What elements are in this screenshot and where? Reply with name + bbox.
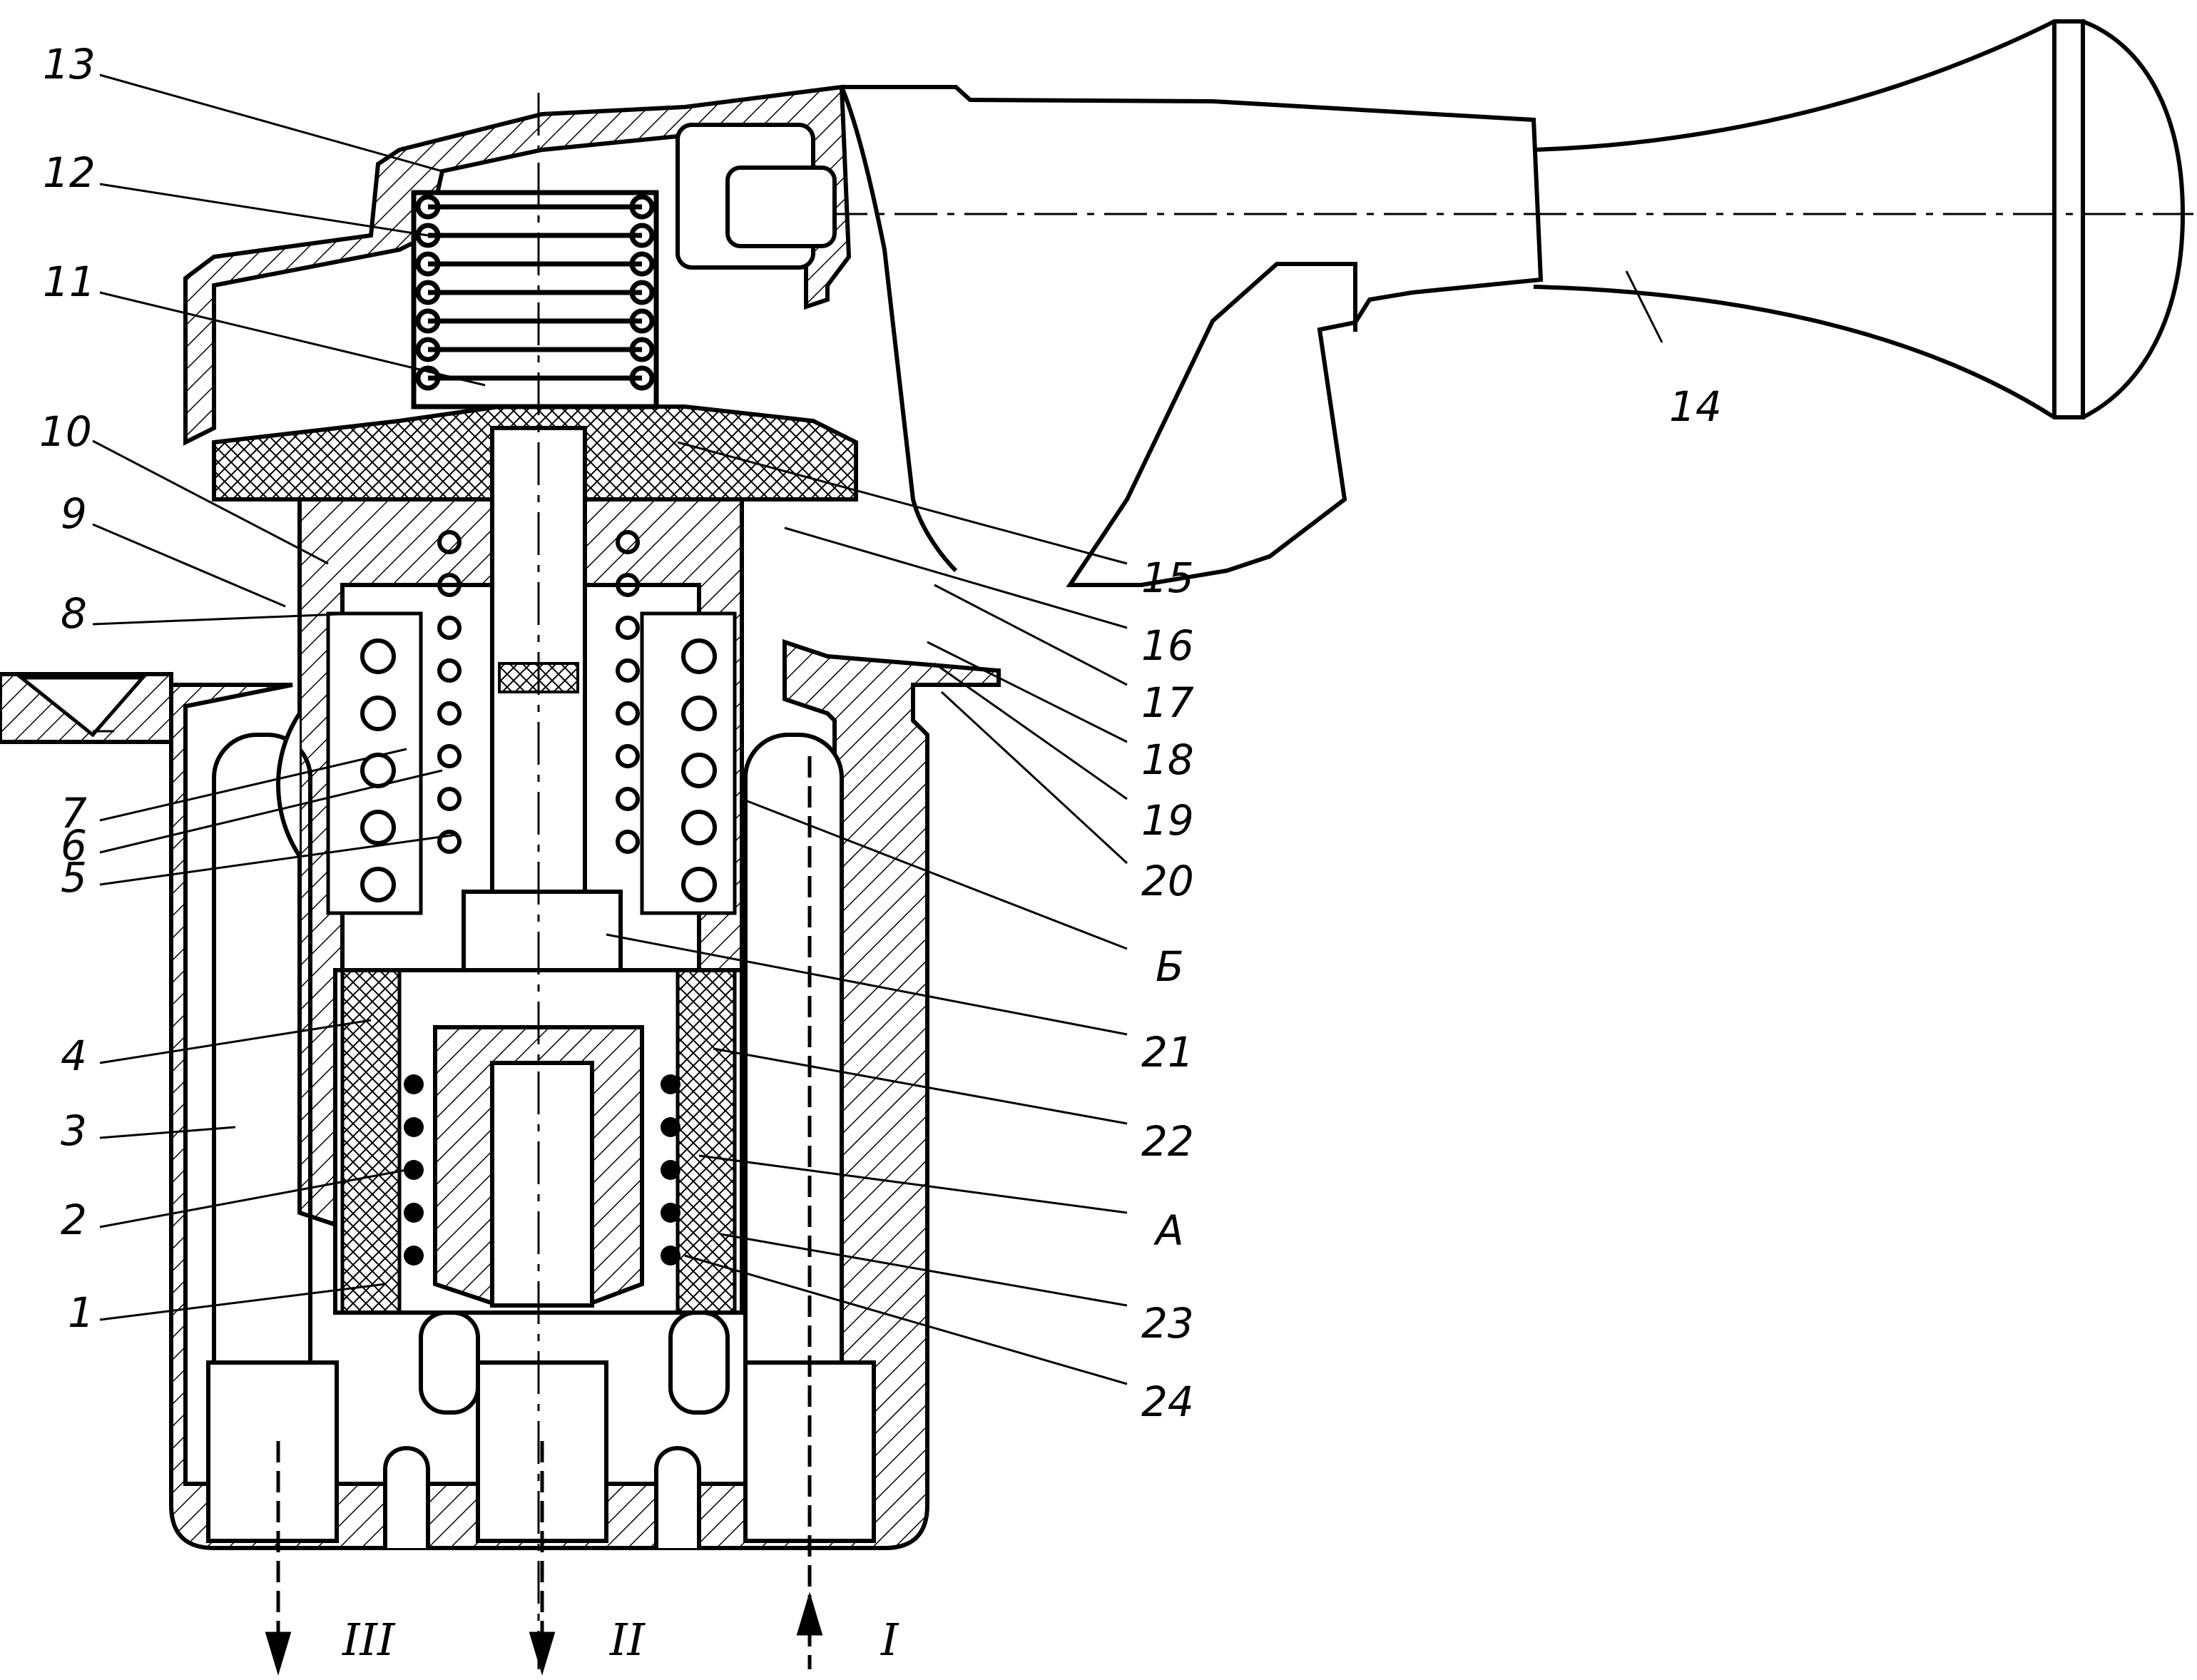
callout-13: 13 (43, 40, 96, 88)
callout-11: 11 (43, 258, 96, 306)
side-bulge (276, 712, 302, 857)
callout-21: 21 (1141, 1028, 1194, 1076)
callout-20: 20 (1141, 857, 1194, 905)
flow-arrows (265, 756, 823, 1676)
upper-cover (183, 84, 852, 446)
callout-23: 23 (1141, 1299, 1194, 1348)
callout-3: 3 (61, 1106, 87, 1155)
leader-lines (92, 73, 1663, 1385)
callout-10: 10 (39, 407, 92, 456)
callout-19: 19 (1141, 796, 1194, 845)
callout-16: 16 (1141, 621, 1194, 670)
callout-A: А (1153, 1206, 1184, 1255)
callout-12: 12 (43, 148, 96, 197)
callout-6: 6 (61, 821, 87, 870)
port-label-II: II (609, 1614, 646, 1666)
port-label-III: III (342, 1614, 396, 1666)
callout-8: 8 (61, 589, 87, 638)
port-label-I: I (880, 1614, 899, 1666)
lever-handle (840, 19, 2186, 587)
callout-15: 15 (1141, 554, 1194, 602)
callout-22: 22 (1141, 1117, 1194, 1166)
callout-1: 1 (68, 1288, 94, 1337)
callout-24: 24 (1141, 1378, 1194, 1426)
callout-7: 7 (61, 789, 87, 838)
lower-valve-assembly (333, 968, 744, 1315)
callout-2: 2 (61, 1196, 87, 1244)
inner-cylinder (297, 497, 744, 1231)
callout-B: Б (1156, 942, 1184, 991)
callout-18: 18 (1141, 735, 1194, 784)
upper-spring (411, 190, 659, 409)
callout-14: 14 (1669, 382, 1722, 431)
callout-9: 9 (61, 489, 87, 538)
callout-17: 17 (1141, 678, 1194, 727)
port-labels: III II I (342, 1614, 899, 1666)
callout-5: 5 (61, 853, 87, 902)
valve-body (0, 638, 1001, 1550)
callout-labels: 13 12 11 10 9 8 7 6 5 4 3 2 1 14 15 16 1… (39, 40, 1722, 1426)
callout-4: 4 (61, 1032, 87, 1080)
middle-springs (360, 530, 717, 902)
